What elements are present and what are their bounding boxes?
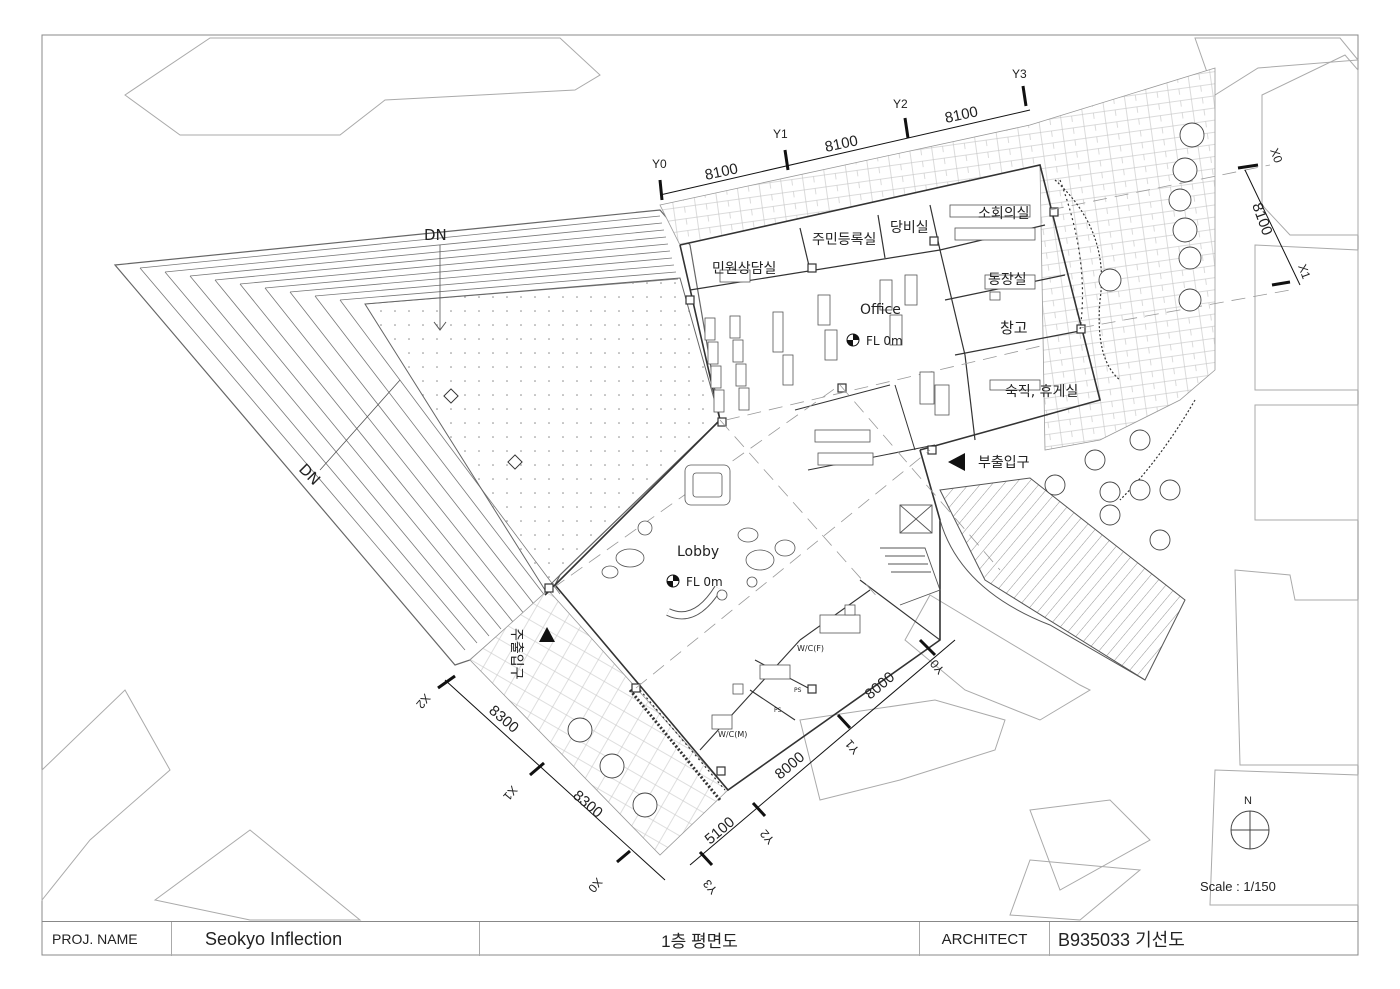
office-furniture	[704, 204, 1041, 466]
grid-label-x2: X2	[413, 691, 433, 711]
grid-label-x0-left: X0	[585, 875, 605, 895]
architect-name: B935033 기선도	[1058, 930, 1185, 950]
dimension-text: 8100	[1248, 201, 1275, 238]
room-labels: 민원상담실 주민등록실 당비실 소회의실 동장실 창고 숙직, 휴게실 Offi…	[295, 206, 1078, 739]
side-entrance-label: 부출입구	[978, 455, 1030, 471]
stair-core	[880, 504, 941, 606]
room-small-meeting: 소회의실	[978, 206, 1030, 222]
grid-labels-top: Y0 Y1 Y2 Y3 8100 8100 8100	[652, 67, 1027, 184]
room-lobby: Lobby	[677, 544, 719, 560]
grid-label-y2-bottom: Y2	[757, 827, 777, 847]
side-entrance-arrow-icon	[948, 453, 965, 471]
room-consult: 민원상담실	[712, 261, 776, 277]
room-storage: 창고	[1000, 319, 1028, 337]
dimension-text: 5100	[702, 814, 738, 848]
room-wc-male: W/C(M)	[718, 730, 747, 739]
grid-label-y2: Y2	[893, 97, 908, 111]
level-lobby: FL 0m	[686, 575, 723, 589]
grid-label-y0: Y0	[652, 157, 667, 171]
main-entrance-label: 주출입구	[508, 628, 524, 680]
site-plaza	[113, 209, 721, 666]
grid-label-x1-left: X1	[500, 783, 520, 803]
dimension-text: 8100	[943, 103, 979, 127]
project-name: Seokyo Inflection	[172, 922, 480, 956]
grid-lines-dashed	[552, 164, 1291, 689]
room-ps: PS	[774, 707, 782, 714]
stair-dn-left: DN	[295, 460, 324, 489]
main-entrance-arrow-icon	[539, 627, 555, 642]
context-buildings	[41, 37, 1359, 921]
grid-label-y3-bottom: Y3	[700, 877, 720, 897]
scale-label: Scale : 1/150	[1200, 879, 1276, 894]
room-lounge: 숙직, 휴게실	[1005, 384, 1078, 400]
dimension-text: 8100	[823, 132, 859, 156]
stair-dn-top: DN	[424, 226, 447, 244]
dimension-lines	[437, 85, 1301, 881]
room-ps: PS	[794, 687, 802, 694]
grid-label-x1: X1	[1295, 262, 1313, 281]
project-label: PROJ. NAME	[42, 922, 172, 956]
title-block: PROJ. NAME Seokyo Inflection 1층 평면도 ARCH…	[42, 921, 1358, 956]
grid-label-y0-bottom: Y0	[927, 657, 947, 677]
columns	[544, 207, 1086, 776]
architect-label: ARCHITECT	[920, 922, 1050, 956]
grid-label-y1: Y1	[773, 127, 788, 141]
grid-label-y3: Y3	[1012, 67, 1027, 81]
north-arrow-icon: N	[1230, 795, 1270, 850]
room-registration: 주민등록실	[812, 232, 876, 248]
room-chief: 동장실	[988, 272, 1027, 288]
room-wc-female: W/C(F)	[797, 644, 824, 653]
planting-beds	[628, 179, 1196, 801]
restroom-fixtures	[711, 604, 861, 730]
room-party: 당비실	[890, 220, 929, 236]
tree-icons	[567, 122, 1205, 818]
north-label: N	[1244, 795, 1252, 807]
lobby-furniture	[601, 464, 796, 620]
exterior-stair	[939, 477, 1186, 681]
dimension-text: 8100	[703, 160, 739, 184]
grid-label-y1-bottom: Y1	[842, 737, 862, 757]
room-office: Office	[860, 302, 901, 318]
drawing-title: 1층 평면도	[480, 922, 920, 956]
grid-label-x0: X0	[1267, 146, 1285, 165]
level-marker-icon	[666, 333, 860, 588]
dimension-text: 8000	[772, 749, 808, 783]
level-office: FL 0m	[866, 334, 903, 348]
